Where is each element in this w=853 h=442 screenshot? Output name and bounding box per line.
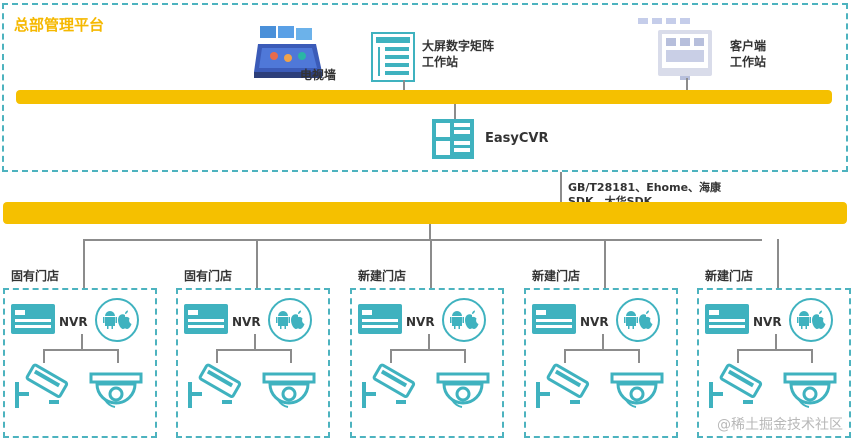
connector-line xyxy=(638,349,640,363)
store-title: 新建门店 xyxy=(532,269,581,283)
hq-region xyxy=(2,3,848,172)
matrix-server-icon xyxy=(371,32,415,86)
client-workstation-label-2: 工作站 xyxy=(730,55,767,69)
apple-icon xyxy=(118,310,132,329)
store-title: 新建门店 xyxy=(358,269,407,283)
store-bus-bar xyxy=(3,202,847,224)
store-title: 新建门店 xyxy=(705,269,754,283)
easycvr-server-icon xyxy=(431,118,475,164)
android-icon xyxy=(797,311,811,329)
connector-line xyxy=(429,224,431,240)
client-workstation-label-1: 客户端 xyxy=(730,39,767,53)
connector-line xyxy=(117,349,119,363)
connector-line xyxy=(560,172,562,202)
nvr-icon xyxy=(11,304,55,334)
connector-line xyxy=(464,349,466,363)
tv-wall-label: 电视墙 xyxy=(300,68,337,82)
connector-line xyxy=(604,239,606,289)
os-platform-icon xyxy=(268,298,312,342)
bullet-camera-icon xyxy=(186,362,246,418)
dome-camera-icon xyxy=(783,370,837,422)
connector-line xyxy=(811,349,813,363)
connector-line xyxy=(216,349,292,351)
bullet-camera-icon xyxy=(534,362,594,418)
connector-line xyxy=(390,349,466,351)
connector-line xyxy=(428,334,430,350)
store-title: 固有门店 xyxy=(11,269,60,283)
connector-line xyxy=(43,349,119,351)
connector-line xyxy=(686,78,688,94)
bullet-camera-icon xyxy=(360,362,420,418)
store-region xyxy=(697,288,851,438)
store-distribution-line xyxy=(84,239,762,241)
connector-line xyxy=(430,239,432,289)
store-region xyxy=(3,288,157,438)
dome-camera-icon xyxy=(262,370,316,422)
nvr-icon xyxy=(705,304,749,334)
hq-bus-bar xyxy=(16,90,832,104)
connector-line xyxy=(390,349,392,363)
nvr-icon xyxy=(184,304,228,334)
android-icon xyxy=(624,311,638,329)
matrix-workstation-label-1: 大屏数字矩阵 xyxy=(422,39,495,53)
android-icon xyxy=(450,311,464,329)
dome-camera-icon xyxy=(436,370,490,422)
nvr-icon xyxy=(532,304,576,334)
store-region xyxy=(176,288,330,438)
connector-line xyxy=(81,334,83,350)
android-icon xyxy=(276,311,290,329)
connector-line xyxy=(83,239,85,289)
client-monitor-icon xyxy=(636,18,716,86)
watermark: @稀土掘金技术社区 xyxy=(717,417,843,433)
os-platform-icon xyxy=(95,298,139,342)
connector-line xyxy=(564,349,640,351)
store-region xyxy=(524,288,678,438)
protocol-label-1: GB/T28181、Ehome、海康 xyxy=(568,181,722,194)
connector-line xyxy=(564,349,566,363)
nvr-label: NVR xyxy=(406,315,435,329)
apple-icon xyxy=(291,310,305,329)
bullet-camera-icon xyxy=(13,362,73,418)
nvr-label: NVR xyxy=(580,315,609,329)
nvr-label: NVR xyxy=(232,315,261,329)
connector-line xyxy=(256,239,258,289)
android-icon xyxy=(103,311,117,329)
store-title: 固有门店 xyxy=(184,269,233,283)
store-region xyxy=(350,288,504,438)
nvr-label: NVR xyxy=(753,315,782,329)
connector-line xyxy=(454,104,456,120)
hq-title: 总部管理平台 xyxy=(14,16,105,34)
connector-line xyxy=(777,239,779,289)
tv-wall-icon xyxy=(250,26,330,88)
dome-camera-icon xyxy=(89,370,143,422)
os-platform-icon xyxy=(442,298,486,342)
os-platform-icon xyxy=(616,298,660,342)
connector-line xyxy=(290,349,292,363)
dome-camera-icon xyxy=(610,370,664,422)
connector-line xyxy=(737,349,739,363)
connector-line xyxy=(775,334,777,350)
matrix-workstation-label-2: 工作站 xyxy=(422,55,459,69)
apple-icon xyxy=(465,310,479,329)
bullet-camera-icon xyxy=(707,362,767,418)
apple-icon xyxy=(639,310,653,329)
connector-line xyxy=(254,334,256,350)
nvr-label: NVR xyxy=(59,315,88,329)
connector-line xyxy=(403,80,405,94)
easycvr-label: EasyCVR xyxy=(485,131,549,146)
connector-line xyxy=(43,349,45,363)
nvr-icon xyxy=(358,304,402,334)
os-platform-icon xyxy=(789,298,833,342)
connector-line xyxy=(737,349,813,351)
apple-icon xyxy=(812,310,826,329)
connector-line xyxy=(602,334,604,350)
connector-line xyxy=(216,349,218,363)
